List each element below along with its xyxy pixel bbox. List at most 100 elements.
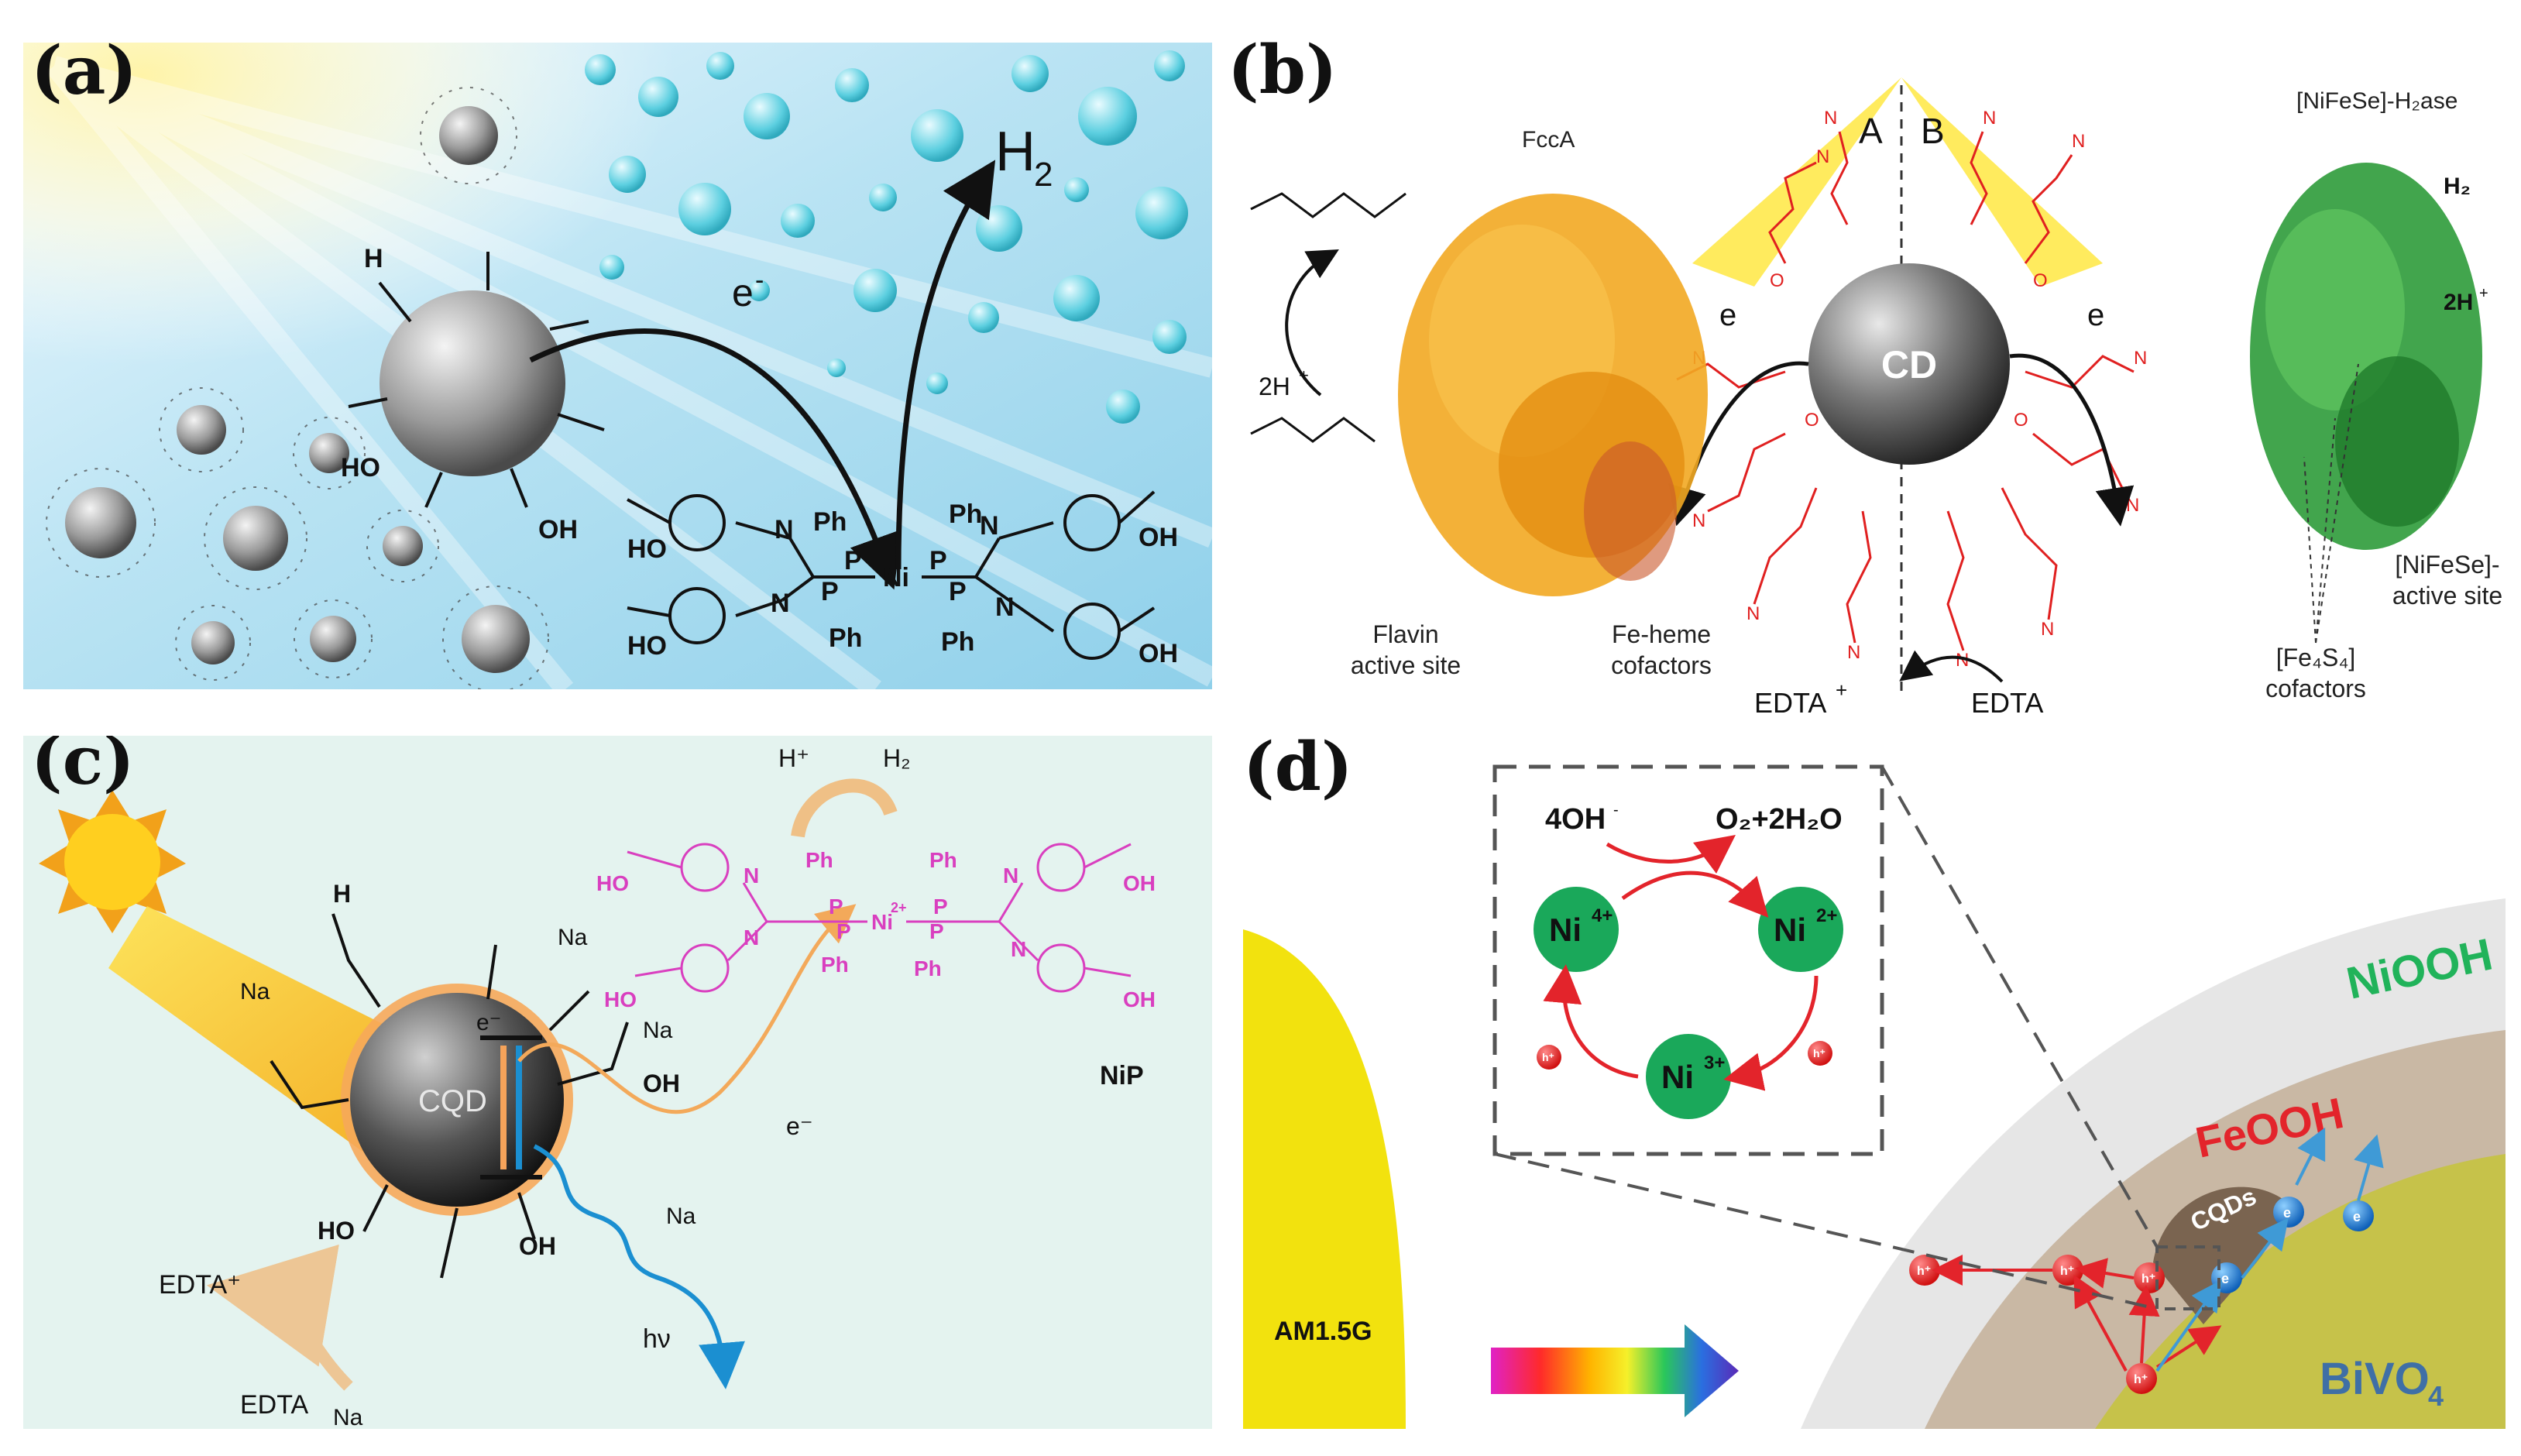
n-label-1: N: [775, 515, 794, 544]
electron-transfer-arrow: [529, 328, 902, 590]
panel-b: A B NN NN NN NN NN NN OO OO CD: [1228, 31, 2506, 728]
feheme-label-1: Fe-heme: [1612, 620, 1711, 648]
svg-text:+: +: [1299, 366, 1309, 385]
h2-evolution-arrow: [895, 160, 996, 570]
flavin-label-1: Flavin: [1372, 620, 1438, 648]
cqd-ho-label: HO: [318, 1217, 355, 1245]
edta-label: EDTA: [1971, 687, 2043, 719]
nip-p-3: P: [836, 919, 851, 943]
hole-label-3: h⁺: [2141, 1272, 2155, 1286]
nip-ph-4: Ph: [914, 956, 942, 980]
na-label-2: Na: [558, 925, 588, 950]
cqd-oh-label-2: OH: [643, 1070, 680, 1097]
panel-c-label: (c): [31, 736, 135, 800]
hydrogen-bubbles: [585, 50, 1188, 424]
nickel-center-label: Ni: [883, 563, 909, 592]
na-label-3: Na: [643, 1018, 673, 1043]
nifese-site-label-1: [NiFeSe]-: [2395, 551, 2499, 579]
electron-label-right: e: [2087, 298, 2104, 332]
cqd-oh-label-1: OH: [519, 1232, 556, 1260]
ph-label-1: Ph: [813, 507, 847, 537]
p-label-3: P: [929, 546, 947, 575]
h2-product-label: H: [995, 121, 1036, 183]
electron-label-c: e⁻: [786, 1112, 813, 1140]
ni-cycle: [1534, 871, 1843, 1119]
nip-ni-charge: 2+: [891, 900, 907, 915]
ph-label-3: Ph: [829, 623, 862, 653]
flavin-label-2: active site: [1351, 651, 1461, 679]
na-label-1: Na: [240, 979, 270, 1004]
ni2-label: Ni: [1774, 912, 1806, 948]
n-label-2: N: [980, 511, 999, 541]
bivo4-subscript: 4: [2428, 1380, 2444, 1412]
electron-label-3: e: [2353, 1209, 2361, 1224]
svg-text:-: -: [755, 266, 764, 295]
ni-bis-diphosphine-complex: [627, 490, 1156, 660]
electron-label: e: [732, 271, 754, 314]
svg-text:O: O: [2014, 410, 2028, 431]
spectrum-arrow: [1491, 1324, 1739, 1417]
panel-d-label: (d): [1243, 736, 1353, 806]
phosphonate-ho-label-1: HO: [627, 534, 667, 564]
p-label-4: P: [949, 577, 967, 606]
protons-right-label: 2H: [2444, 290, 2473, 315]
aldehyde-h-label-c: H: [333, 880, 351, 908]
fumarate-succinate-structures: [1250, 192, 1406, 443]
nip-p-2: P: [933, 895, 948, 919]
panel-d: AM1.5G NiOOH FeOOH BiVO 4 CQDs h⁺ h⁺ h⁺ …: [1243, 736, 2506, 1429]
svg-text:e⁻: e⁻: [476, 1010, 502, 1035]
fe4s4-label-1: [Fe₄S₄]: [2276, 644, 2356, 671]
aldehyde-h-label: H: [364, 244, 383, 273]
svg-text:N: N: [1983, 108, 1996, 129]
svg-text:N: N: [1816, 146, 1829, 167]
inset-hole-label-2: h⁺: [1813, 1047, 1825, 1059]
panel-a: H HO OH e - H 2: [23, 43, 1212, 689]
sun-icon: [39, 790, 186, 933]
h2-label: H₂: [2444, 173, 2471, 199]
svg-text:N: N: [1847, 642, 1860, 663]
svg-text:+: +: [2479, 285, 2488, 302]
panel-b-illustration: A B NN NN NN NN NN NN OO OO CD: [1228, 31, 2506, 728]
p-label-2: P: [821, 577, 839, 606]
photon-hv-label: hν: [643, 1324, 671, 1354]
oh-reactant-label: 4OH: [1545, 803, 1606, 836]
cqds-layer: [2153, 1186, 2286, 1324]
nip-ph-3: Ph: [821, 953, 849, 977]
svg-text:N: N: [2126, 495, 2139, 516]
panel-b-label: (b): [1228, 31, 1338, 109]
nip-oh-2: OH: [1123, 987, 1156, 1011]
nip-catalyst: [627, 843, 1132, 993]
fcca-label: FccA: [1522, 127, 1575, 153]
carbon-dot-large: [380, 290, 565, 476]
bivo4-label: BiVO: [2320, 1354, 2430, 1404]
side-a-label: A: [1859, 111, 1883, 151]
nip-ph-2: Ph: [929, 848, 957, 872]
svg-text:O: O: [2033, 270, 2048, 291]
nip-p-4: P: [929, 919, 944, 943]
svg-text:N: N: [1956, 650, 1969, 671]
electron-label-1: e: [2283, 1205, 2291, 1221]
nip-ho-2: HO: [604, 987, 637, 1011]
carbon-dot-cd: [1808, 263, 2010, 465]
nip-label: NiP: [1100, 1061, 1144, 1090]
dot-ho-label: HO: [341, 453, 380, 482]
svg-text:+: +: [1836, 678, 1847, 702]
hole-label-2: h⁺: [2060, 1265, 2074, 1278]
hole-label-4: h⁺: [2134, 1373, 2148, 1386]
phosphonate-oh-label-1: OH: [1139, 523, 1178, 552]
nip-ni-label: Ni: [871, 910, 893, 934]
protons-left-label: 2H: [1259, 373, 1290, 400]
ni3-label: Ni: [1661, 1059, 1694, 1095]
am15g-light-source: [1243, 929, 1406, 1429]
cqd-particle: [350, 993, 564, 1207]
nip-n-1: N: [744, 864, 759, 888]
nifese-site-label-2: active site: [2392, 582, 2502, 610]
p-label-1: P: [844, 546, 862, 575]
h-plus-label: H⁺: [778, 744, 809, 772]
phosphonate-oh-label-2: OH: [1139, 639, 1178, 668]
svg-text:N: N: [2041, 619, 2054, 640]
fe4s4-label-2: cofactors: [2265, 675, 2366, 702]
svg-text:O: O: [1770, 270, 1784, 291]
na-label-5: Na: [333, 1405, 363, 1429]
svg-text:N: N: [2134, 348, 2147, 369]
